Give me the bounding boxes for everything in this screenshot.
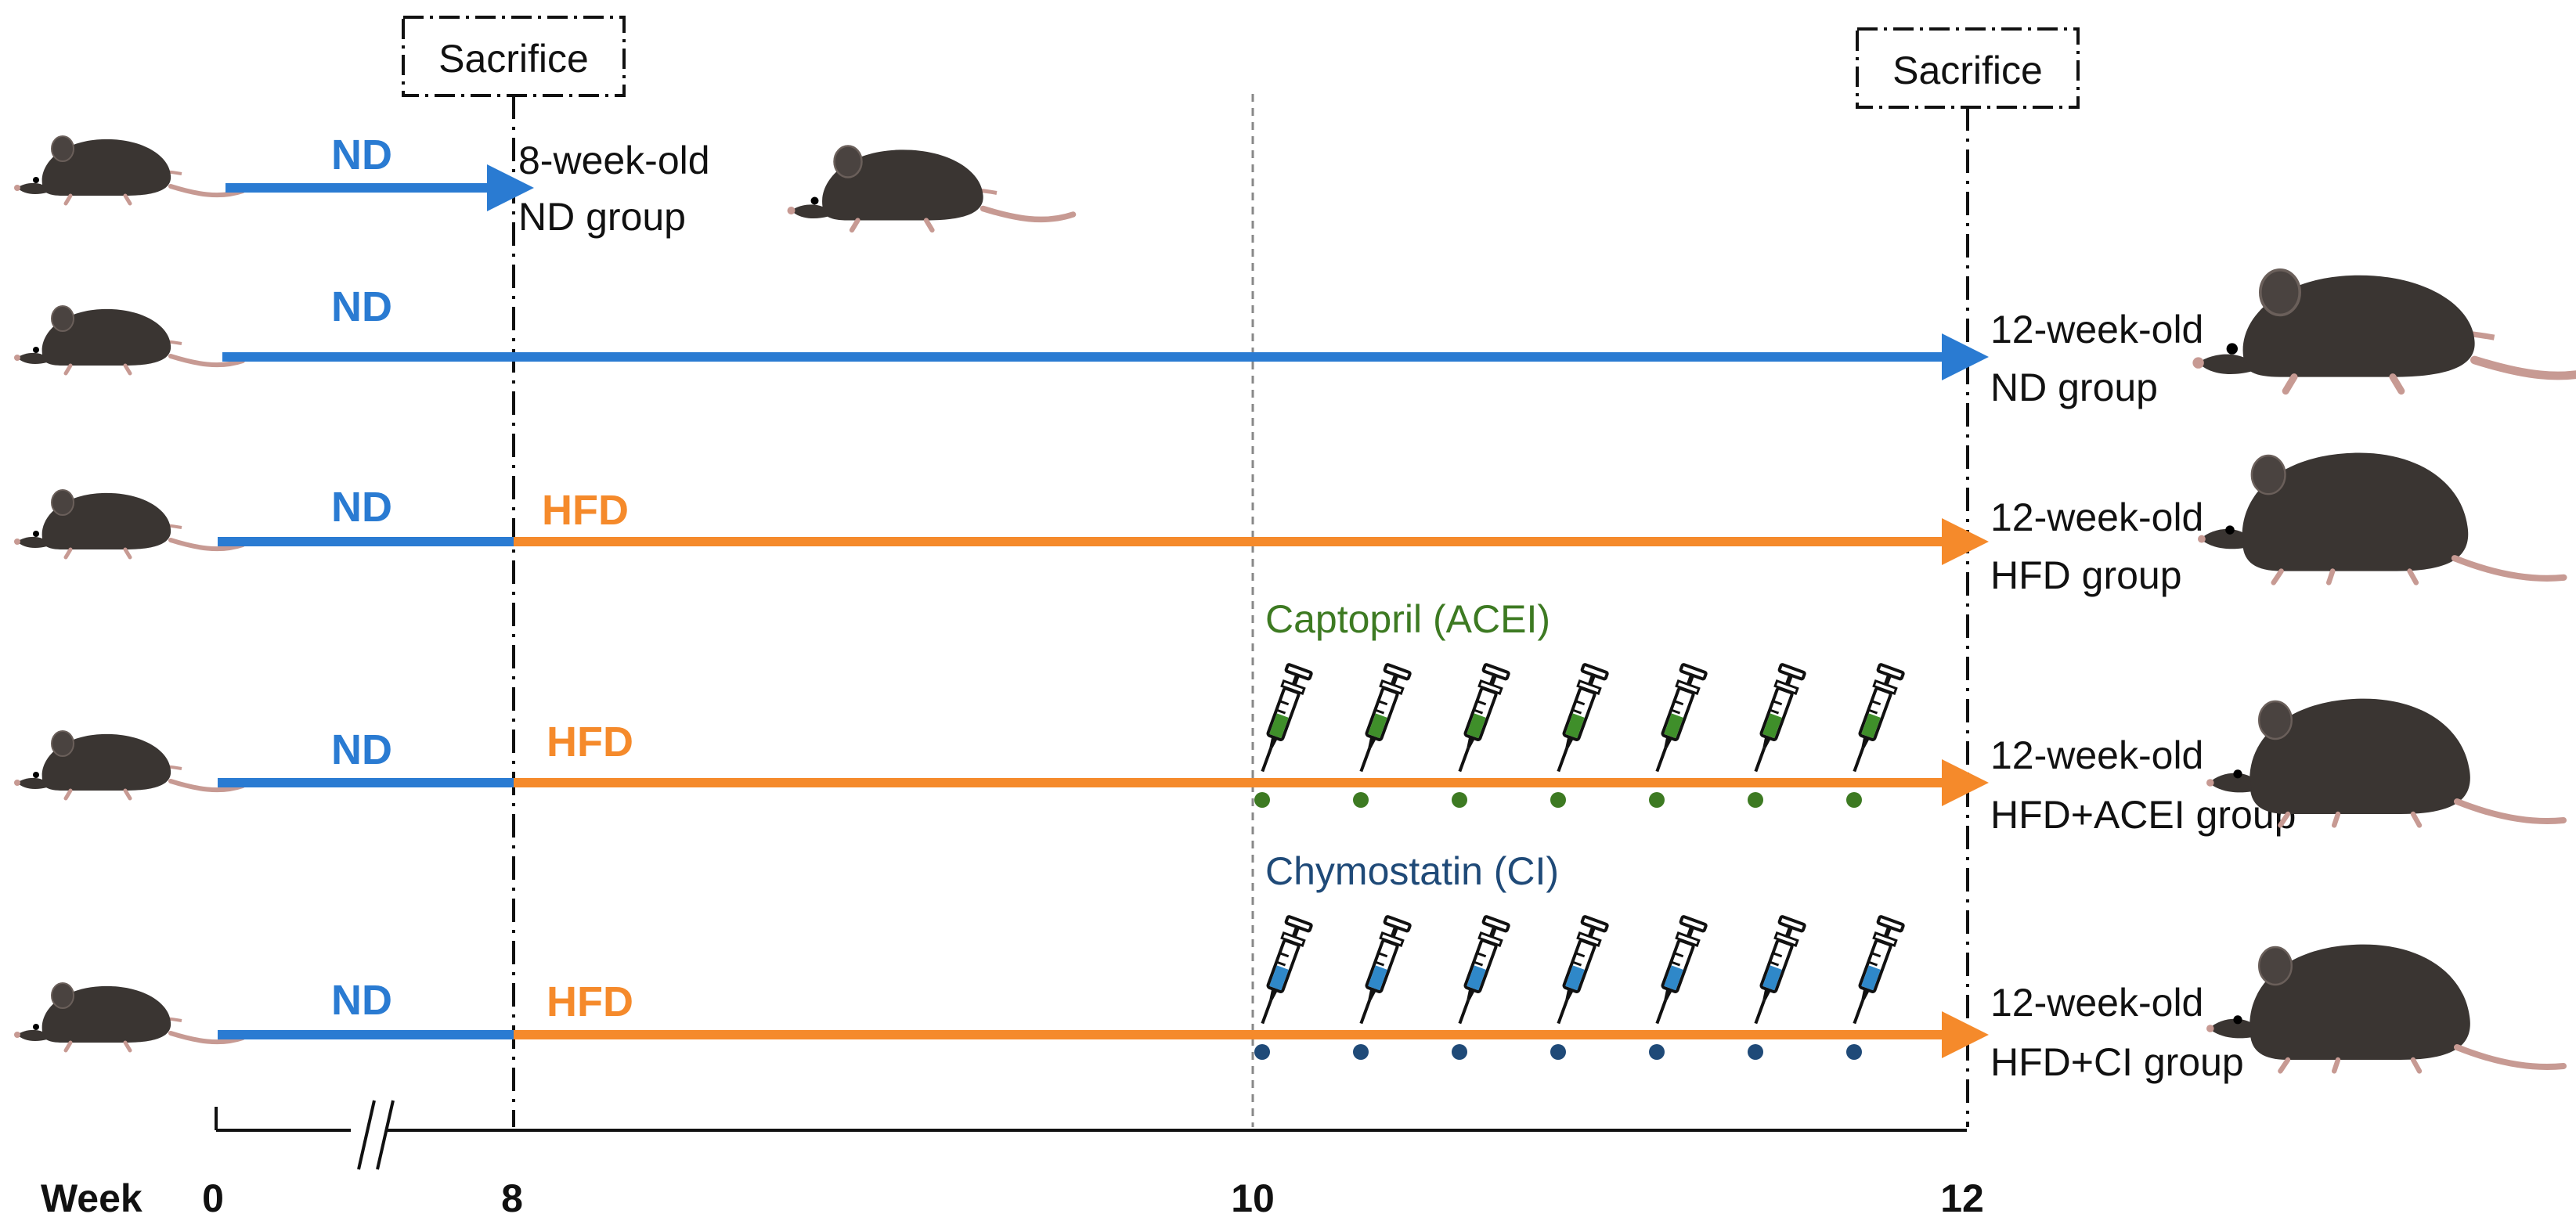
tick-label-10: 10 xyxy=(1231,1176,1275,1220)
injection-dot-icon xyxy=(1550,792,1566,808)
injection-dot-icon xyxy=(1353,1044,1369,1060)
group-label-line1: 12-week-old xyxy=(1990,495,2203,539)
row-nd-12-week: ND 12-week-old ND group xyxy=(14,270,2576,409)
sacrifice-label: Sacrifice xyxy=(438,37,589,81)
tick-label-12: 12 xyxy=(1940,1176,1984,1220)
group-label-line1: 8-week-old xyxy=(518,139,710,182)
timeline-axis: Week 0 8 10 12 xyxy=(41,1100,1984,1220)
row-hfd-ci: ND HFD Chymostatin (CI) 12-week-old HFD+… xyxy=(14,849,2563,1084)
mouse-icon xyxy=(14,490,243,557)
mouse-icon xyxy=(14,136,243,204)
syringe-icon xyxy=(1742,914,1807,1030)
treatment-label-acei: Captopril (ACEI) xyxy=(1265,597,1550,641)
group-label-line2: HFD+CI group xyxy=(1990,1040,2244,1084)
syringe-icon xyxy=(1446,662,1511,778)
diet-label-hfd: HFD xyxy=(547,719,633,765)
axis-break-mark xyxy=(376,1100,395,1170)
syringe-icon xyxy=(1249,662,1314,778)
diet-label-nd: ND xyxy=(331,977,392,1024)
syringe-icon xyxy=(1742,662,1807,778)
group-label-line1: 12-week-old xyxy=(1990,733,2203,777)
treatment-label-ci: Chymostatin (CI) xyxy=(1265,849,1559,893)
axis-break-mark xyxy=(357,1100,376,1170)
injection-dot-icon xyxy=(1550,1044,1566,1060)
syringe-icon xyxy=(1841,662,1906,778)
diet-label-hfd: HFD xyxy=(542,487,629,534)
syringe-icon xyxy=(1446,914,1511,1030)
injection-dot-icon xyxy=(1748,1044,1763,1060)
syringe-icon xyxy=(1841,914,1906,1030)
mouse-icon xyxy=(2198,453,2563,583)
mouse-icon xyxy=(14,306,243,373)
row-nd-8-week: ND 8-week-old ND group xyxy=(14,131,1073,239)
group-label-line2: ND group xyxy=(518,195,686,239)
syringe-icon xyxy=(1348,662,1412,778)
sacrifice-marker-week-8: Sacrifice xyxy=(402,16,626,1127)
syringe-icon xyxy=(1348,914,1412,1030)
tick-label-0: 0 xyxy=(202,1176,224,1220)
mouse-icon xyxy=(2206,699,2563,826)
injection-dot-icon xyxy=(1254,1044,1270,1060)
diet-label-nd: ND xyxy=(331,283,392,330)
group-label-line2: HFD+ACEI group xyxy=(1990,793,2296,837)
row-hfd: ND HFD 12-week-old HFD group xyxy=(14,453,2563,597)
sacrifice-label: Sacrifice xyxy=(1892,49,2043,92)
syringe-icon xyxy=(1545,662,1610,778)
diet-label-nd: ND xyxy=(331,726,392,773)
syringe-group-ci xyxy=(1249,914,1906,1060)
mouse-icon xyxy=(788,146,1073,231)
injection-dot-icon xyxy=(1649,792,1665,808)
injection-dot-icon xyxy=(1254,792,1270,808)
injection-dot-icon xyxy=(1846,1044,1862,1060)
tick-label-8: 8 xyxy=(501,1176,523,1220)
injection-dot-icon xyxy=(1748,792,1763,808)
row-hfd-acei: ND HFD Captopril (ACEI) 12-week-old HFD+… xyxy=(14,597,2563,837)
group-label-line1: 12-week-old xyxy=(1990,308,2203,351)
syringe-group-acei xyxy=(1249,662,1906,808)
group-label-line2: ND group xyxy=(1990,366,2158,409)
diet-label-nd: ND xyxy=(331,131,392,178)
syringe-icon xyxy=(1643,914,1708,1030)
sacrifice-marker-week-12: Sacrifice xyxy=(1856,27,2080,1127)
injection-dot-icon xyxy=(1353,792,1369,808)
mouse-icon xyxy=(2192,270,2576,391)
group-label-line1: 12-week-old xyxy=(1990,981,2203,1025)
axis-label-week: Week xyxy=(41,1176,143,1220)
group-label-line2: HFD group xyxy=(1990,553,2182,597)
diet-label-hfd: HFD xyxy=(547,978,633,1025)
syringe-icon xyxy=(1643,662,1708,778)
mouse-icon xyxy=(14,731,243,798)
injection-dot-icon xyxy=(1649,1044,1665,1060)
injection-dot-icon xyxy=(1846,792,1862,808)
mouse-icon xyxy=(14,983,243,1050)
syringe-icon xyxy=(1249,914,1314,1030)
injection-dot-icon xyxy=(1452,1044,1467,1060)
injection-dot-icon xyxy=(1452,792,1467,808)
syringe-icon xyxy=(1545,914,1610,1030)
mouse-icon xyxy=(2206,945,2563,1072)
diet-label-nd: ND xyxy=(331,484,392,531)
